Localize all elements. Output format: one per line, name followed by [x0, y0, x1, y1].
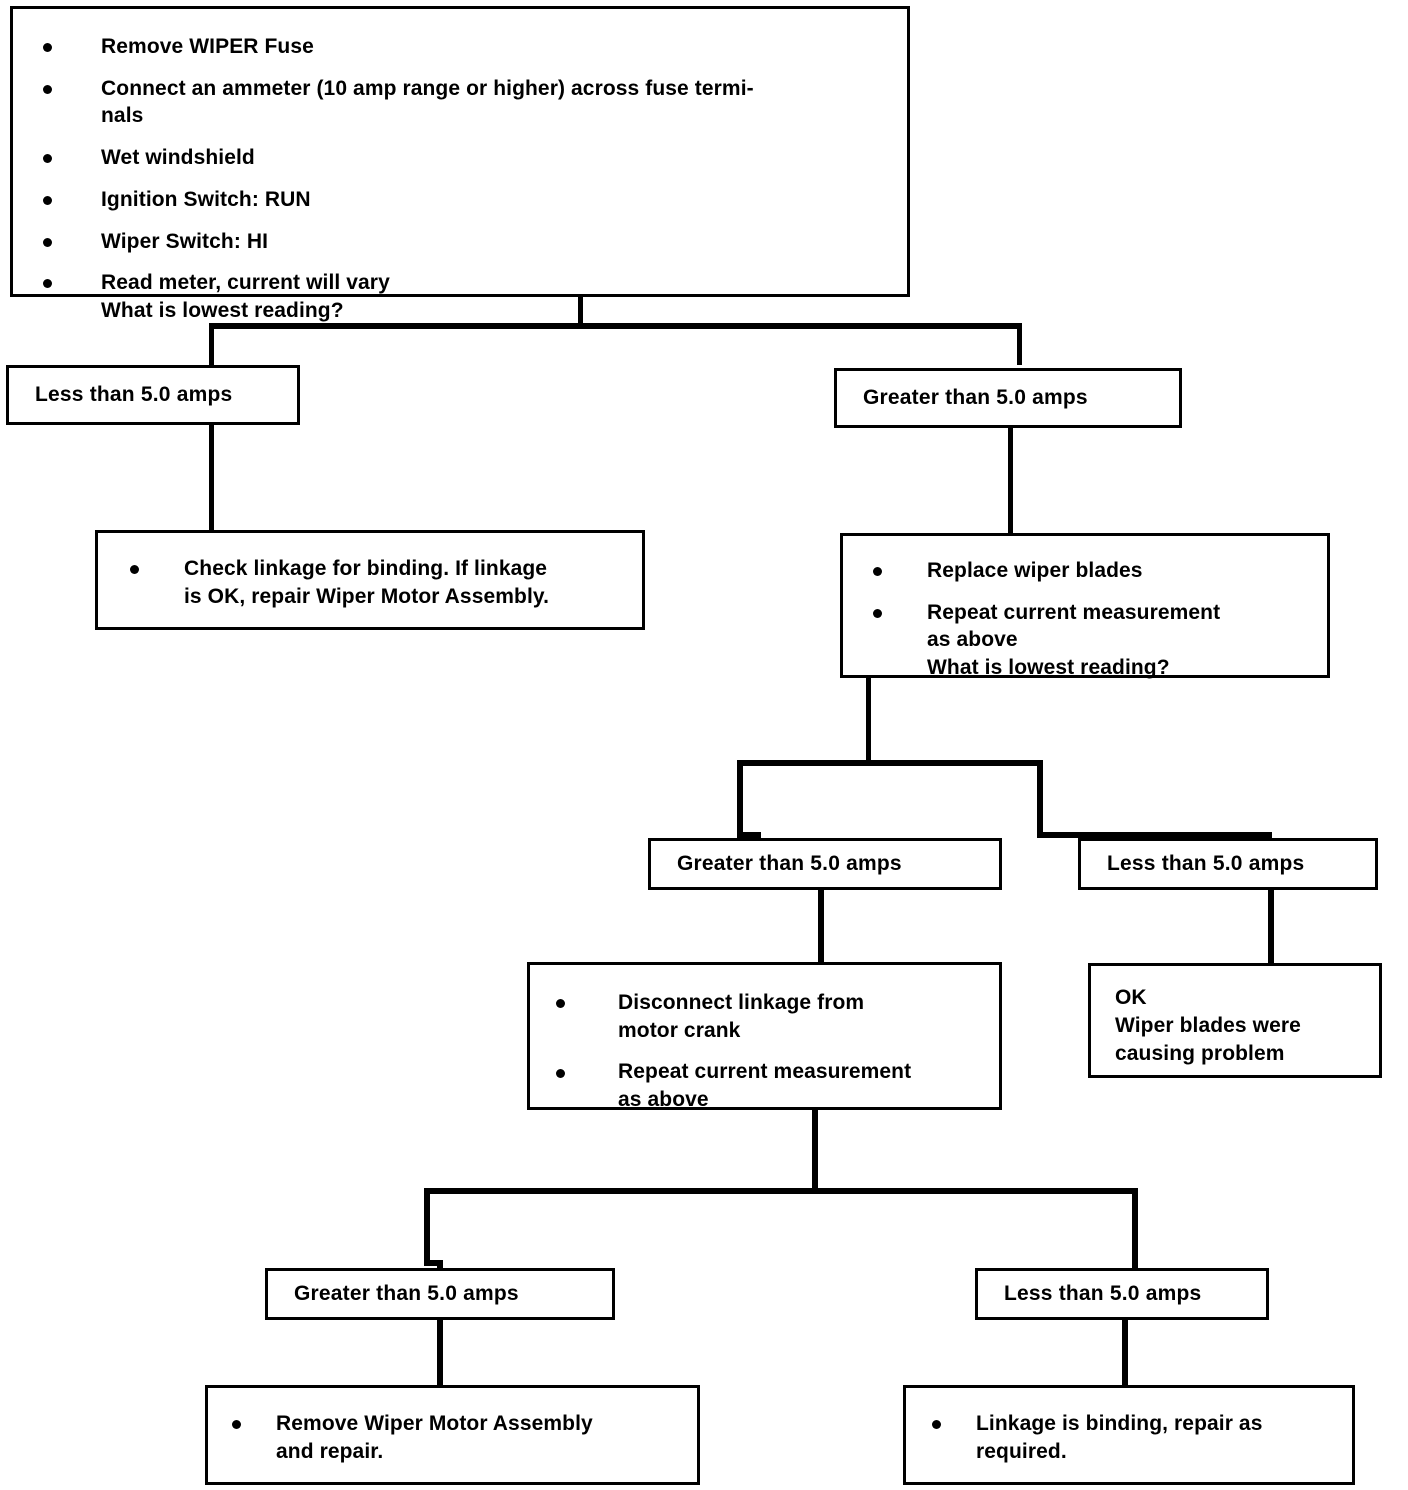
list-item: Replace wiper blades [873, 557, 1313, 585]
branch-greater-than-3: Greater than 5.0 amps [265, 1268, 615, 1320]
list-item-label: Check linkage for binding. If linkage is… [184, 557, 550, 608]
action-check-linkage-box: Check linkage for binding. If linkage is… [95, 530, 645, 630]
list-item-label: Repeat current measurement as above What… [927, 600, 1221, 680]
connector-branch1-left-down [209, 425, 214, 532]
bullet-icon [232, 1420, 241, 1430]
list-item: Wet windshield [43, 144, 883, 172]
list-item: Disconnect linkage from motor crank [556, 989, 986, 1044]
list-item-label: Wet windshield [101, 146, 255, 170]
result-ok-text: OK Wiper blades were causing problem [1115, 986, 1301, 1066]
connector-split3-left-drop [437, 1260, 443, 1272]
list-item: Repeat current measurement as above [556, 1058, 986, 1113]
list-item-label: Wiper Switch: HI [101, 229, 269, 253]
connector-split-left-1 [209, 323, 214, 365]
remove-motor-list: Remove Wiper Motor Assembly and repair. [232, 1410, 682, 1465]
action-replace-blades-box: Replace wiper blades Repeat current meas… [840, 533, 1330, 679]
check-linkage-list: Check linkage for binding. If linkage is… [130, 555, 620, 610]
bullet-icon [43, 84, 52, 94]
branch-label: Greater than 5.0 amps [294, 1282, 519, 1306]
list-item: Linkage is binding, repair as required. [932, 1410, 1342, 1465]
list-item: Ignition Switch: RUN [43, 186, 883, 214]
connector-branch2-left-down [818, 890, 824, 964]
list-item-label: Repeat current measurement as above [618, 1060, 912, 1112]
bullet-icon [873, 567, 882, 577]
list-item: Wiper Switch: HI [43, 228, 883, 256]
list-item-label: Read meter, current will vary What is lo… [101, 271, 390, 323]
branch-label: Greater than 5.0 amps [863, 386, 1088, 410]
list-item-label: Disconnect linkage from motor crank [618, 991, 865, 1042]
list-item: Connect an ammeter (10 amp range or high… [43, 75, 883, 130]
connector-branch3-left-down [437, 1320, 443, 1387]
list-item-label: Connect an ammeter (10 amp range or high… [101, 76, 754, 128]
connector-split-right-1 [1017, 323, 1022, 365]
branch-label: Greater than 5.0 amps [677, 852, 902, 876]
linkage-binding-list: Linkage is binding, repair as required. [932, 1410, 1342, 1465]
connector-split2-left-run [737, 832, 760, 838]
branch-label: Less than 5.0 amps [35, 383, 233, 407]
result-ok-box: OK Wiper blades were causing problem [1088, 963, 1382, 1078]
branch-greater-than-1: Greater than 5.0 amps [834, 368, 1182, 428]
bullet-icon [130, 565, 139, 575]
result-remove-motor-box: Remove Wiper Motor Assembly and repair. [205, 1385, 700, 1485]
list-item: Repeat current measurement as above What… [873, 599, 1313, 682]
bullet-icon [556, 1068, 565, 1078]
connector-branch3-right-down [1122, 1320, 1128, 1387]
branch-less-than-1: Less than 5.0 amps [6, 365, 300, 425]
list-item-label: Linkage is binding, repair as required. [976, 1412, 1263, 1463]
list-item-label: Replace wiper blades [927, 559, 1143, 582]
list-item-label: Ignition Switch: RUN [101, 187, 311, 211]
connector-split-left-2 [737, 760, 743, 838]
connector-split-bar-2 [737, 760, 1043, 766]
list-item: Read meter, current will vary What is lo… [43, 269, 883, 324]
connector-split3-left-run [424, 1260, 442, 1266]
replace-blades-list: Replace wiper blades Repeat current meas… [873, 557, 1313, 682]
list-item: Check linkage for binding. If linkage is… [130, 555, 620, 610]
connector-split3-right-drop [1132, 1260, 1138, 1272]
bullet-icon [43, 195, 52, 205]
connector-split-left-3 [424, 1188, 430, 1266]
branch-greater-than-2: Greater than 5.0 amps [648, 838, 1002, 890]
branch-less-than-2: Less than 5.0 amps [1078, 838, 1378, 890]
start-procedure-list: Remove WIPER Fuse Connect an ammeter (10… [43, 33, 883, 325]
connector-split-bar-1 [209, 323, 1022, 329]
list-item-label: Remove WIPER Fuse [101, 35, 314, 58]
connector-branch2-right-down [1268, 890, 1274, 966]
list-item: Remove WIPER Fuse [43, 33, 883, 61]
bullet-icon [932, 1420, 941, 1430]
connector-start-stem [578, 297, 583, 325]
connector-disconnect-stem [812, 1110, 818, 1192]
start-procedure-box: Remove WIPER Fuse Connect an ammeter (10… [10, 6, 910, 322]
branch-less-than-3: Less than 5.0 amps [975, 1268, 1269, 1320]
bullet-icon [556, 999, 565, 1009]
disconnect-linkage-list: Disconnect linkage from motor crank Repe… [556, 989, 986, 1114]
bullet-icon [873, 608, 882, 618]
branch-label: Less than 5.0 amps [1107, 852, 1305, 876]
action-disconnect-linkage-box: Disconnect linkage from motor crank Repe… [527, 962, 1002, 1111]
bullet-icon [43, 237, 52, 247]
connector-split-bar-3 [424, 1188, 1138, 1194]
bullet-icon [43, 154, 52, 164]
connector-branch1-right-down [1008, 428, 1013, 534]
connector-split2-right-run [1037, 832, 1271, 838]
result-linkage-binding-box: Linkage is binding, repair as required. [903, 1385, 1355, 1485]
connector-replace-blades-stem [866, 678, 871, 763]
connector-split-right-2 [1037, 760, 1043, 838]
bullet-icon [43, 279, 52, 289]
list-item-label: Remove Wiper Motor Assembly and repair. [276, 1412, 593, 1463]
bullet-icon [43, 43, 52, 53]
branch-label: Less than 5.0 amps [1004, 1282, 1202, 1306]
connector-split-right-3 [1132, 1188, 1138, 1266]
list-item: Remove Wiper Motor Assembly and repair. [232, 1410, 682, 1465]
